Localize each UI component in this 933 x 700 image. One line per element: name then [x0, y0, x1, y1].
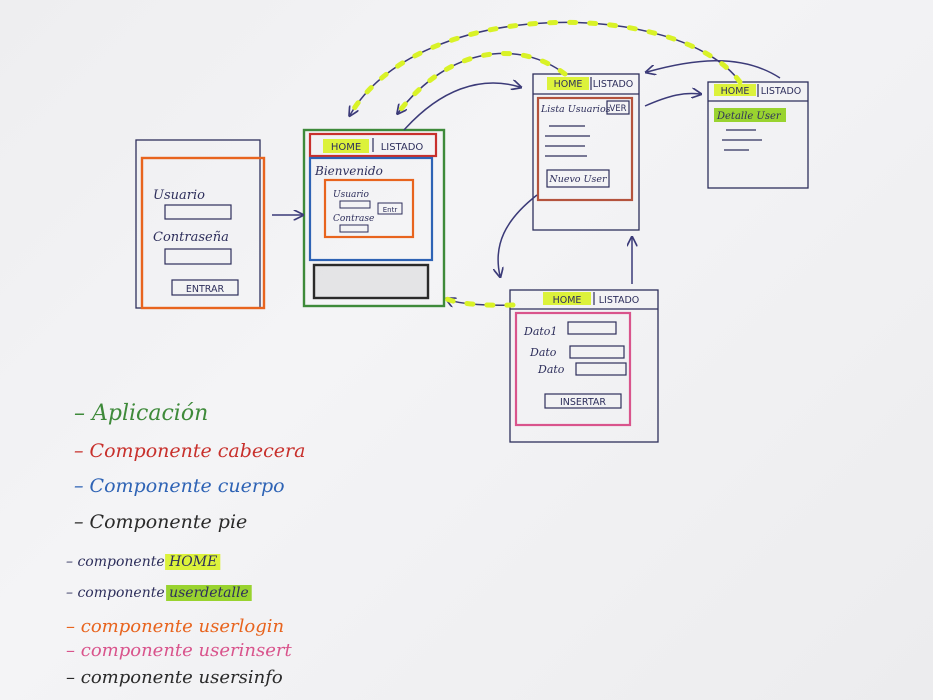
- new-user-label: Nuevo User: [548, 174, 608, 185]
- login-user-label: Usuario: [153, 188, 205, 203]
- arrow-list-to-detail: [644, 93, 700, 107]
- legend-item: – componente usersinfo: [66, 667, 283, 688]
- legend-item-label: Componente cuerpo: [90, 475, 285, 497]
- home-link-highlights: [347, 19, 743, 308]
- list-screen: HOME LISTADO Lista Usuarios VER Nuevo Us…: [532, 73, 640, 231]
- home-highlight: [547, 77, 589, 90]
- legend-item-label: Aplicación: [90, 401, 208, 426]
- login-screen: Usuario Contraseña ENTRAR: [135, 139, 266, 310]
- legend: – Aplicación– Componente cabecera– Compo…: [66, 401, 305, 688]
- legend-item-prefix: – componente: [66, 554, 169, 570]
- insert-field3-label: Dato: [537, 363, 565, 376]
- userlogin-component-outline: [140, 156, 266, 310]
- legend-item-prefix: –: [66, 667, 81, 688]
- home-highlight: [543, 292, 591, 305]
- login-password-input[interactable]: [164, 248, 232, 265]
- list-see-button[interactable]: [606, 100, 630, 115]
- embedded-userlogin-outline: [323, 178, 415, 239]
- home-highlight: [323, 139, 369, 153]
- legend-item-prefix: –: [74, 440, 90, 462]
- highlight-insert-to-home: [444, 296, 516, 308]
- arrow-insert-to-home: [447, 299, 514, 305]
- legend-item: – Componente cuerpo: [74, 475, 285, 497]
- legend-item-label: componente userlogin: [81, 616, 284, 637]
- legend-item: – Componente cabecera: [74, 440, 305, 462]
- legend-item-label: componente userinsert: [81, 640, 293, 661]
- list-nav-list[interactable]: LISTADO: [593, 79, 633, 90]
- userdetail-highlight: [714, 108, 786, 122]
- login-frame: [135, 139, 261, 309]
- mini-pass-label: Contrase: [333, 214, 374, 224]
- insert-field1-input[interactable]: [567, 321, 617, 335]
- legend-item-label: userdetalle: [169, 585, 249, 601]
- list-see-label: VER: [609, 104, 626, 114]
- legend-highlight: [166, 585, 252, 601]
- legend-item-label: Componente pie: [90, 511, 248, 533]
- legend-item: – componente userinsert: [66, 640, 292, 661]
- arrow-detail-to-list: [647, 60, 781, 79]
- app-screen: HOME LISTADO Bienvenido Usuario Contrase…: [302, 128, 446, 308]
- detail-nav-list[interactable]: LISTADO: [761, 86, 801, 97]
- home-highlight: [714, 84, 756, 96]
- legend-item-prefix: –: [66, 640, 81, 661]
- insert-submit-button[interactable]: [544, 393, 622, 409]
- legend-highlight: [165, 554, 221, 570]
- login-submit-button[interactable]: [171, 279, 239, 296]
- list-frame: [532, 73, 640, 231]
- legend-item-label: componente usersinfo: [81, 667, 283, 688]
- mini-pass-input[interactable]: [339, 224, 369, 233]
- detail-frame: [707, 81, 809, 189]
- highlight-list-to-home: [395, 50, 568, 116]
- login-submit-label: ENTRAR: [186, 284, 225, 295]
- detail-nav-home[interactable]: HOME: [721, 86, 750, 97]
- legend-item-label: HOME: [168, 554, 217, 570]
- mini-login-label: Entr: [383, 206, 398, 214]
- highlight-detail-to-home: [347, 19, 743, 118]
- insert-field3-input[interactable]: [575, 362, 627, 376]
- legend-item-prefix: –: [74, 511, 90, 533]
- mini-login-button[interactable]: [377, 202, 403, 215]
- legend-item: – componente userlogin: [66, 616, 284, 637]
- arrow-list-to-insert: [498, 194, 538, 276]
- list-heading: Lista Usuarios: [540, 104, 611, 115]
- legend-item-label: Componente cabecera: [90, 440, 306, 462]
- legend-item-prefix: –: [74, 475, 90, 497]
- legend-item-prefix: –: [74, 401, 92, 426]
- insert-frame: [509, 289, 659, 443]
- insert-screen: HOME LISTADO Dato1 Dato Dato INSERTAR: [509, 289, 659, 443]
- legend-item: – Aplicación: [74, 401, 208, 426]
- legend-item-prefix: –: [66, 616, 81, 637]
- new-user-button[interactable]: [546, 169, 610, 188]
- userinsert-component-outline: [514, 311, 632, 427]
- app-nav-list[interactable]: LISTADO: [381, 142, 424, 153]
- insert-nav-list[interactable]: LISTADO: [599, 295, 639, 306]
- insert-field2-label: Dato: [529, 346, 557, 359]
- body-component-outline: [308, 156, 434, 262]
- arrow-home-to-list: [403, 83, 520, 131]
- header-component-outline: [308, 132, 438, 158]
- legend-item-prefix: – componente: [66, 585, 169, 601]
- app-welcome-text: Bienvenido: [314, 164, 383, 178]
- app-nav-home[interactable]: HOME: [331, 142, 361, 153]
- legend-item: – componente userdetalle: [66, 585, 249, 601]
- insert-submit-label: INSERTAR: [560, 397, 606, 408]
- insert-field2-input[interactable]: [569, 345, 625, 359]
- footer-component-outline: [312, 263, 430, 300]
- insert-field1-label: Dato1: [523, 325, 557, 338]
- list-nav-home[interactable]: HOME: [554, 79, 583, 90]
- insert-nav-home[interactable]: HOME: [553, 295, 582, 306]
- legend-item: – componente HOME: [66, 554, 217, 570]
- detail-screen: HOME LISTADO Detalle User: [707, 81, 809, 189]
- login-user-input[interactable]: [164, 204, 232, 220]
- login-password-label: Contraseña: [153, 230, 229, 245]
- mini-user-label: Usuario: [333, 190, 370, 200]
- legend-item: – Componente pie: [74, 511, 247, 533]
- detail-heading: Detalle User: [716, 111, 782, 122]
- mini-user-input[interactable]: [339, 200, 371, 209]
- userlist-component-outline: [536, 96, 634, 202]
